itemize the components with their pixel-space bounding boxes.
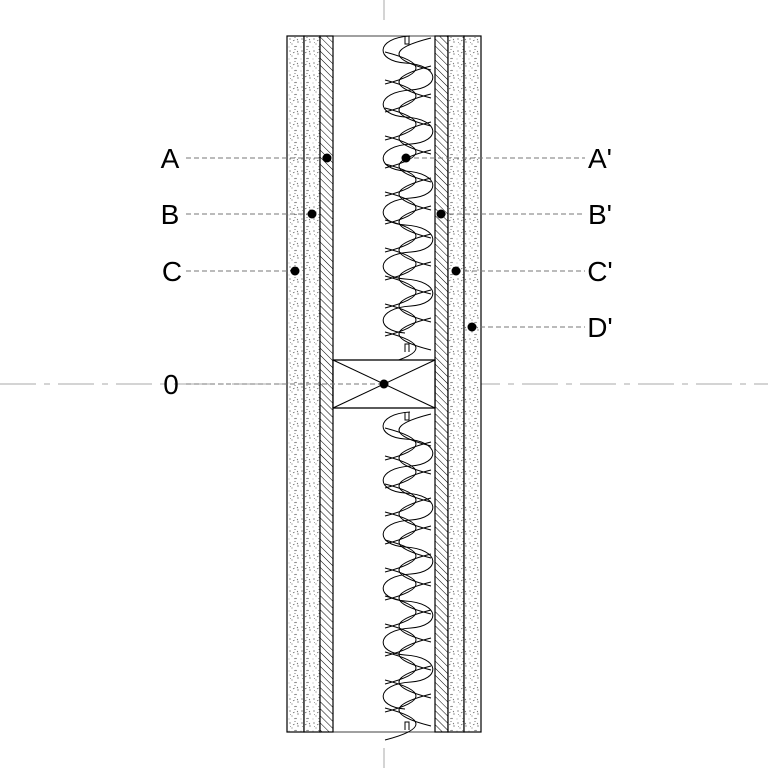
insulation-lower-lobe-right	[384, 483, 417, 517]
insulation-lower-lobe-right	[384, 651, 417, 685]
insulation-upper	[382, 35, 434, 365]
insulation-lower-lobe-left	[398, 665, 432, 699]
point-right-0	[401, 153, 411, 163]
label-d-prime: D'	[587, 312, 613, 343]
insulation-upper-top-tab	[404, 36, 410, 45]
insulation-upper-lobe-left	[398, 177, 432, 211]
point-right-2	[451, 266, 461, 276]
insulation-upper-bottom-tab	[404, 343, 410, 352]
insulation-upper-lobe-right	[384, 107, 417, 141]
right-inner-board	[447, 35, 465, 733]
insulation-upper-lobe-left	[398, 233, 432, 267]
insulation-upper-lobe-right	[384, 79, 417, 113]
insulation-lower-loops	[382, 411, 434, 710]
insulation-lower-top-tab	[404, 412, 410, 421]
insulation-lower	[382, 411, 434, 741]
insulation-upper-lobe-left	[398, 289, 432, 323]
insulation-lower-lobe-right	[384, 427, 417, 461]
insulation-upper-lobe-right	[384, 275, 417, 309]
right-hatched-layer	[434, 35, 449, 733]
insulation-lower-lobe-right	[384, 539, 417, 573]
insulation-upper-lobe-left	[398, 37, 432, 71]
insulation-upper-lobe-left	[398, 317, 432, 351]
label-b: B	[161, 199, 180, 230]
label-b-prime: B'	[588, 199, 612, 230]
insulation-upper-lobe-right	[384, 163, 417, 197]
insulation-upper-lobe-right	[384, 247, 417, 281]
insulation-lower-lobe-left	[398, 497, 432, 531]
point-left-3	[379, 379, 389, 389]
point-right-1	[436, 209, 446, 219]
insulation-lower-bottom-tab	[404, 721, 410, 730]
label-c: C	[162, 256, 182, 287]
insulation-upper-loops	[382, 35, 434, 334]
insulation-upper-lobe-left	[398, 149, 432, 183]
label-a: A	[161, 143, 180, 174]
label-c-prime: C'	[587, 256, 613, 287]
label-0: 0	[163, 369, 179, 400]
point-left-2	[290, 266, 300, 276]
insulation-upper-lobe-left	[398, 93, 432, 127]
insulation-upper-lobe-left	[398, 65, 432, 99]
insulation-lower-lobe-left	[398, 525, 432, 559]
point-right-3	[467, 322, 477, 332]
insulation-lower-lobe-right	[384, 567, 417, 601]
insulation-lower-lobe-right	[384, 455, 417, 489]
insulation-lower-lobe-left	[398, 637, 432, 671]
insulation-lower-lobe-left	[398, 469, 432, 503]
insulation-upper-lobe-right	[384, 303, 417, 337]
insulation-lower-lobe-right	[384, 595, 417, 629]
insulation-lower-lobe-left	[398, 553, 432, 587]
insulation-lower-lobe-left	[398, 609, 432, 643]
insulation-upper-lobe-right	[384, 331, 417, 365]
point-left-0	[322, 153, 332, 163]
insulation-lower-lobe-right	[384, 623, 417, 657]
insulation-upper-lobe-right	[384, 219, 417, 253]
insulation-upper-lobe-left	[398, 261, 432, 295]
label-a-prime: A'	[588, 143, 612, 174]
insulation-lower-lobe-right	[384, 707, 417, 741]
insulation-upper-lobe-left	[398, 121, 432, 155]
insulation-lower-lobe-right	[384, 679, 417, 713]
insulation-upper-lobe-right	[384, 51, 417, 85]
insulation-upper-lobe-left	[398, 205, 432, 239]
label-leaders	[186, 153, 585, 389]
point-left-1	[307, 209, 317, 219]
insulation-batts	[382, 35, 434, 741]
insulation-lower-lobe-left	[398, 441, 432, 475]
insulation-lower-lobe-right	[384, 511, 417, 545]
insulation-lower-lobe-left	[398, 413, 432, 447]
insulation-upper-lobe-right	[384, 135, 417, 169]
right-outer-board	[463, 35, 482, 733]
insulation-lower-lobe-left	[398, 693, 432, 727]
insulation-lower-lobe-left	[398, 581, 432, 615]
insulation-upper-lobe-right	[384, 191, 417, 225]
